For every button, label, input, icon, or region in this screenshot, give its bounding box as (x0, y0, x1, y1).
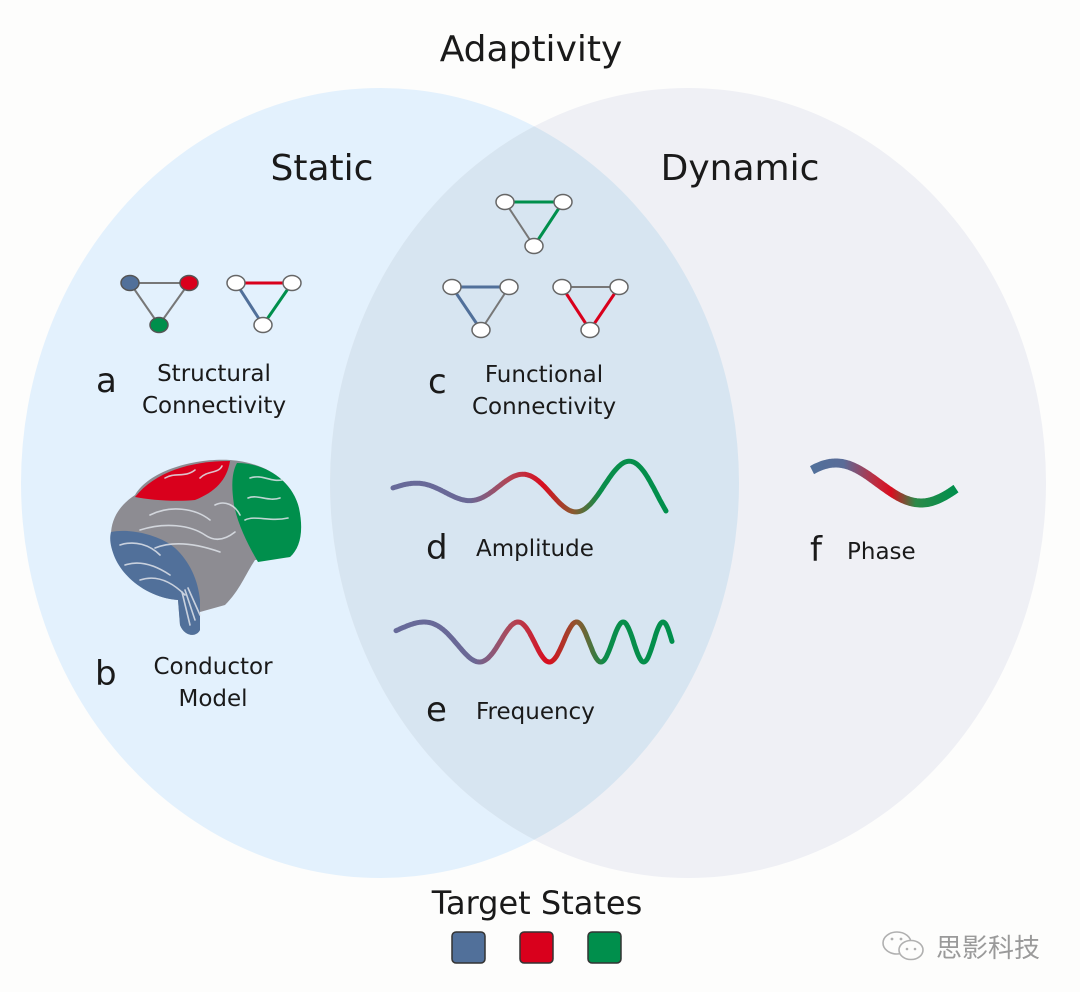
amplitude-wave-icon (390, 458, 669, 515)
item-a-letter: a (96, 361, 117, 401)
item-b-label-line1: Conductor (153, 654, 273, 680)
item-a-label-line2: Connectivity (142, 393, 286, 419)
item-d-label: Amplitude (476, 536, 594, 562)
item-f-letter: f (810, 530, 823, 570)
watermark-text: 思影科技 (936, 934, 1041, 964)
diagram-title: Adaptivity (440, 29, 623, 70)
legend-swatch-1 (451, 931, 486, 964)
item-e-label: Frequency (476, 699, 595, 725)
legend-swatch-2 (519, 931, 554, 964)
item-b-label-line2: Model (178, 686, 247, 712)
item-d-letter: d (426, 528, 448, 568)
dynamic-label: Dynamic (661, 148, 820, 189)
wechat-icon (882, 930, 924, 960)
watermark: 思影科技 (880, 928, 1040, 965)
brain-model-icon (110, 459, 302, 635)
item-b-letter: b (95, 654, 117, 694)
functional-graph-blue (442, 278, 519, 339)
structural-graph-nodes (120, 274, 199, 334)
static-label: Static (271, 148, 374, 189)
item-c-label-line2: Connectivity (472, 394, 616, 420)
functional-graph-red (552, 278, 629, 339)
functional-graph-green (495, 193, 573, 255)
item-f-label: Phase (847, 539, 916, 565)
legend-swatches (451, 931, 622, 964)
item-e-letter: e (426, 690, 447, 730)
structural-graph-edges (226, 274, 302, 334)
item-a-label-line1: Structural (157, 361, 271, 387)
phase-wave-icon (809, 458, 959, 508)
frequency-wave-icon (393, 619, 675, 665)
item-c-letter: c (428, 362, 447, 402)
legend-title: Target States (431, 884, 643, 922)
item-c-label-line1: Functional (485, 362, 603, 388)
legend-swatch-3 (587, 931, 622, 964)
